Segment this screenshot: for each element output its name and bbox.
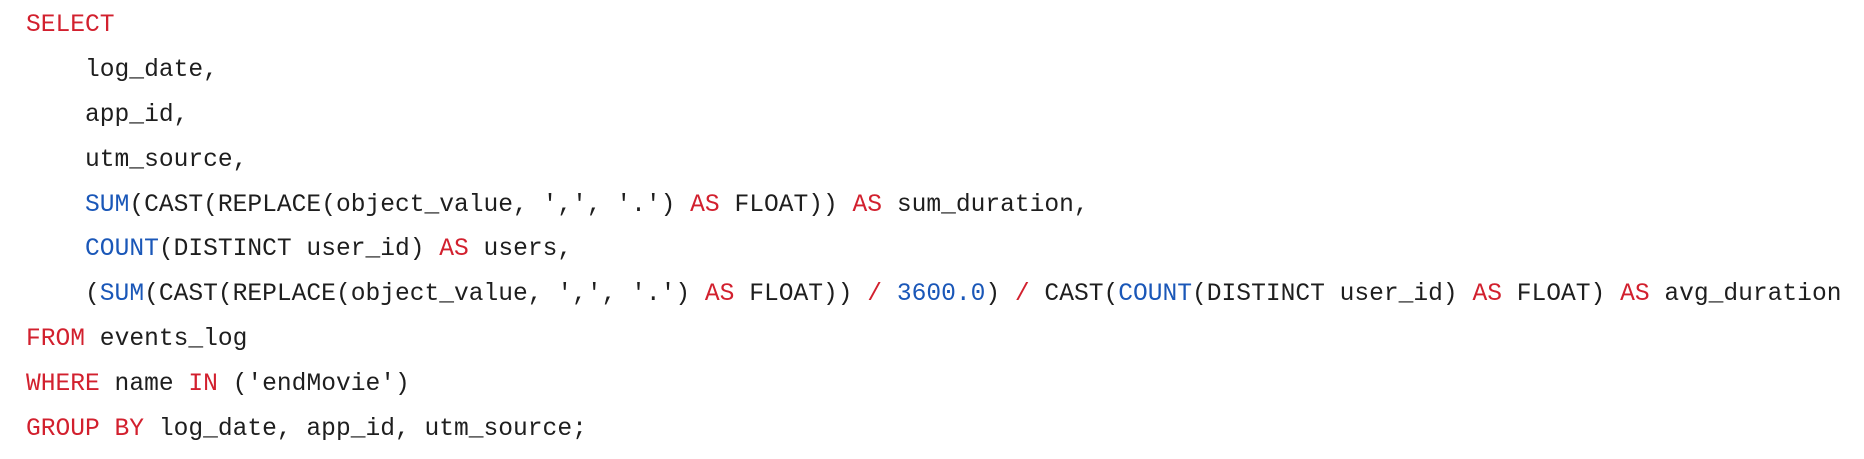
code-line: app_id, [26, 94, 1841, 139]
sql-function: 3600.0 [896, 281, 986, 309]
sql-keyword: AS [690, 191, 720, 219]
code-text: ( [26, 281, 100, 309]
code-text: log_date, app_id, utm_source; [144, 416, 587, 444]
code-text [882, 281, 897, 308]
code-line: WHERE name IN ('endMovie') [26, 363, 1841, 408]
code-text: app_id, [26, 101, 189, 129]
code-text: sum_duration, [882, 191, 1089, 219]
code-text: ) [985, 281, 1015, 309]
code-text: ('endMovie') [217, 371, 410, 399]
code-text: FLOAT) [1501, 281, 1621, 309]
sql-function: COUNT [1118, 281, 1193, 309]
sql-keyword: / [867, 281, 883, 309]
sql-function: SUM [99, 281, 145, 309]
sql-keyword: GROUP BY [26, 416, 145, 444]
code-text: name [99, 371, 189, 399]
code-text [26, 192, 85, 219]
code-line: FROM events_log [26, 318, 1841, 363]
code-line: SUM(CAST(REPLACE(object_value, ',', '.')… [26, 184, 1841, 229]
code-text: events_log [85, 326, 248, 354]
code-text: (CAST(REPLACE(object_value, ',', '.') [144, 281, 705, 309]
code-line: log_date, [26, 49, 1841, 94]
code-line: (SUM(CAST(REPLACE(object_value, ',', '.'… [26, 273, 1841, 318]
sql-keyword: WHERE [26, 371, 100, 399]
code-text: avg_duration [1649, 281, 1842, 309]
code-line: utm_source, [26, 139, 1841, 184]
code-line: GROUP BY log_date, app_id, utm_source; [26, 408, 1841, 453]
code-text: (DISTINCT user_id) [1192, 281, 1473, 309]
sql-keyword: IN [188, 371, 218, 399]
code-text: (CAST(REPLACE(object_value, ',', '.') [129, 191, 691, 219]
sql-keyword: AS [704, 281, 735, 309]
sql-keyword: / [1014, 281, 1030, 309]
sql-function: SUM [85, 191, 130, 219]
sql-function: COUNT [85, 236, 159, 264]
code-text: users, [468, 236, 573, 264]
sql-keyword: SELECT [26, 12, 115, 39]
code-line: SELECT [26, 4, 1841, 49]
code-text: (DISTINCT user_id) [158, 236, 440, 264]
sql-keyword: AS [439, 236, 469, 264]
code-text: log_date, [26, 56, 218, 84]
code-text: FLOAT)) [719, 191, 853, 219]
code-text: CAST( [1029, 281, 1119, 309]
sql-keyword: FROM [26, 326, 86, 354]
code-line: COUNT(DISTINCT user_id) AS users, [26, 228, 1841, 273]
code-text: FLOAT)) [734, 281, 868, 309]
code-text: utm_source, [26, 146, 248, 174]
sql-code-block: SELECT log_date, app_id, utm_source, SUM… [26, 4, 1841, 453]
sql-keyword: AS [1620, 281, 1650, 309]
code-text [26, 236, 85, 263]
sql-keyword: AS [852, 191, 883, 219]
sql-keyword: AS [1472, 281, 1502, 309]
